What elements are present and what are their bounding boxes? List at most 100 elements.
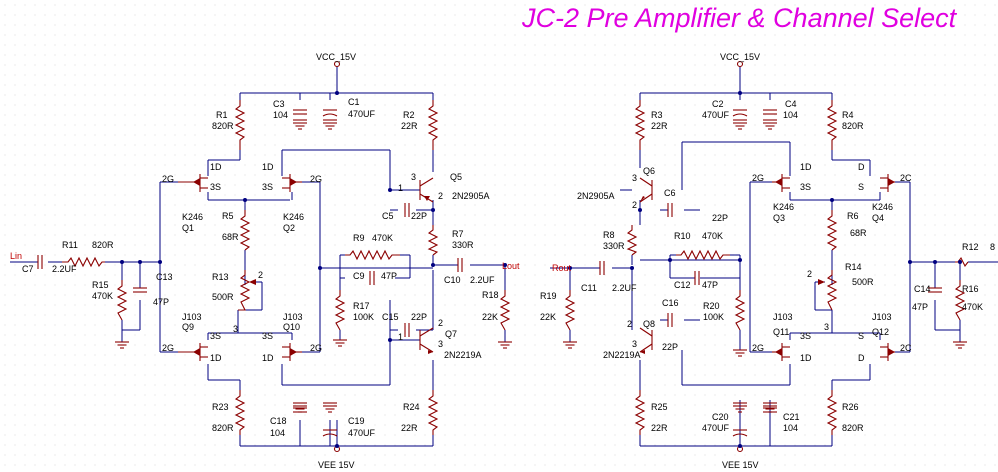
right-part-label: 2G (752, 173, 764, 183)
right-part-label: 470UF (702, 110, 730, 120)
right-part-label: 2N2219A (603, 350, 641, 360)
right-part-label: D (858, 353, 865, 363)
left-part-label: 2 (258, 270, 263, 280)
right-part-label: 2 (632, 200, 637, 210)
left-part-label: 500R (212, 292, 234, 302)
right-part-label: 820R (842, 423, 864, 433)
right-part-label: 3S (800, 182, 811, 192)
left-part-label: R1 (216, 110, 228, 120)
right-components (564, 60, 969, 453)
resistor-r16 (954, 280, 966, 321)
resistor-r6 (826, 210, 838, 251)
right-part-label: 2N2905A (577, 191, 615, 201)
right-part-label: 3S (800, 331, 811, 341)
right-power-rails (550, 66, 998, 447)
left-grounds (114, 119, 513, 413)
right-part-label: 3 (632, 339, 637, 349)
left-part-label: C18 (270, 416, 287, 426)
resistor-r5 (239, 210, 251, 251)
right-vcc-label: VCC_15V (720, 52, 760, 62)
right-part-label: C12 (674, 280, 691, 290)
left-part-label: R23 (212, 402, 229, 412)
right-part-label: Q12 (872, 327, 889, 337)
left-junctions (120, 91, 507, 448)
left-part-label: C15 (382, 312, 399, 322)
left-part-label: 22P (411, 211, 427, 221)
left-part-label: K246 (182, 212, 203, 222)
left-part-label: 470UF (348, 428, 376, 438)
left-part-label: Q7 (445, 329, 457, 339)
left-part-label: J103 (182, 312, 202, 322)
right-part-label: 470K (702, 231, 723, 241)
right-part-label: R19 (540, 291, 557, 301)
right-part-label: 104 (783, 110, 798, 120)
left-part-label: Q2 (283, 223, 295, 233)
left-part-label: R5 (222, 211, 234, 221)
resistor-r2 (427, 100, 439, 150)
left-part-label: 2N2905A (452, 191, 490, 201)
left-part-label: 22K (482, 312, 498, 322)
left-part-label: C19 (348, 416, 365, 426)
right-input-net: Rout (552, 263, 572, 273)
right-part-label: 22R (651, 423, 668, 433)
left-part-label: 3 (438, 339, 443, 349)
left-part-label: 104 (270, 428, 285, 438)
resistor-r26 (826, 390, 838, 435)
right-part-label: 2 (807, 269, 812, 279)
right-part-label: J103 (872, 312, 892, 322)
right-part-label: C20 (712, 412, 729, 422)
left-part-label: 22R (401, 121, 418, 131)
left-part-label: 2G (310, 343, 322, 353)
right-part-label: R10 (674, 231, 691, 241)
left-part-label: J103 (283, 312, 303, 322)
left-part-label: 1D (262, 162, 274, 172)
right-part-label: 470K (962, 302, 983, 312)
right-part-label: Q8 (643, 319, 655, 329)
right-part-label: R8 (603, 230, 615, 240)
right-part-label: R4 (842, 110, 854, 120)
left-part-label: R2 (403, 110, 415, 120)
schematic-title: JC-2 Pre Amplifier & Channel Select (522, 3, 957, 33)
right-part-label: 2G (752, 343, 764, 353)
resistor-r1 (234, 100, 246, 150)
right-part-label: K246 (872, 202, 893, 212)
right-part-label: R25 (651, 402, 668, 412)
right-grounds (562, 119, 968, 413)
right-part-label: 2C (900, 343, 912, 353)
left-part-label: 820R (212, 423, 234, 433)
left-part-label: R9 (353, 233, 365, 243)
right-part-label: K246 (773, 202, 794, 212)
left-part-label: 2G (162, 174, 174, 184)
left-part-label: Q1 (182, 223, 194, 233)
left-part-label: C3 (273, 99, 285, 109)
right-part-label: 47P (702, 280, 718, 290)
left-part-label: C7 (22, 264, 34, 274)
right-part-label: C4 (785, 99, 797, 109)
left-components (37, 60, 511, 453)
resistor-r20 (734, 290, 746, 331)
left-part-label: Q10 (283, 322, 300, 332)
right-part-label: C16 (662, 298, 679, 308)
left-vcc-label: VCC_15V (316, 52, 356, 62)
left-part-label: Q5 (450, 172, 462, 182)
left-part-label: 1D (262, 353, 274, 363)
right-part-label: R6 (847, 211, 859, 221)
resistor-r10 (676, 249, 730, 261)
resistor-r4 (826, 100, 838, 150)
right-part-label: 22P (712, 213, 728, 223)
right-part-label: 500R (852, 277, 874, 287)
right-part-label: J103 (773, 312, 793, 322)
left-part-label: 3S (210, 331, 221, 341)
right-part-label: 2C (900, 173, 912, 183)
left-part-label: R11 (62, 240, 78, 250)
right-part-label: S (858, 331, 864, 341)
left-part-label: 2G (310, 174, 322, 184)
right-part-label: 104 (783, 423, 798, 433)
left-part-label: 47P (153, 297, 169, 307)
resistor-r12 (955, 256, 969, 268)
left-part-label: R17 (353, 301, 370, 311)
right-part-label: 3 (632, 173, 637, 183)
resistor-r9 (345, 249, 400, 261)
